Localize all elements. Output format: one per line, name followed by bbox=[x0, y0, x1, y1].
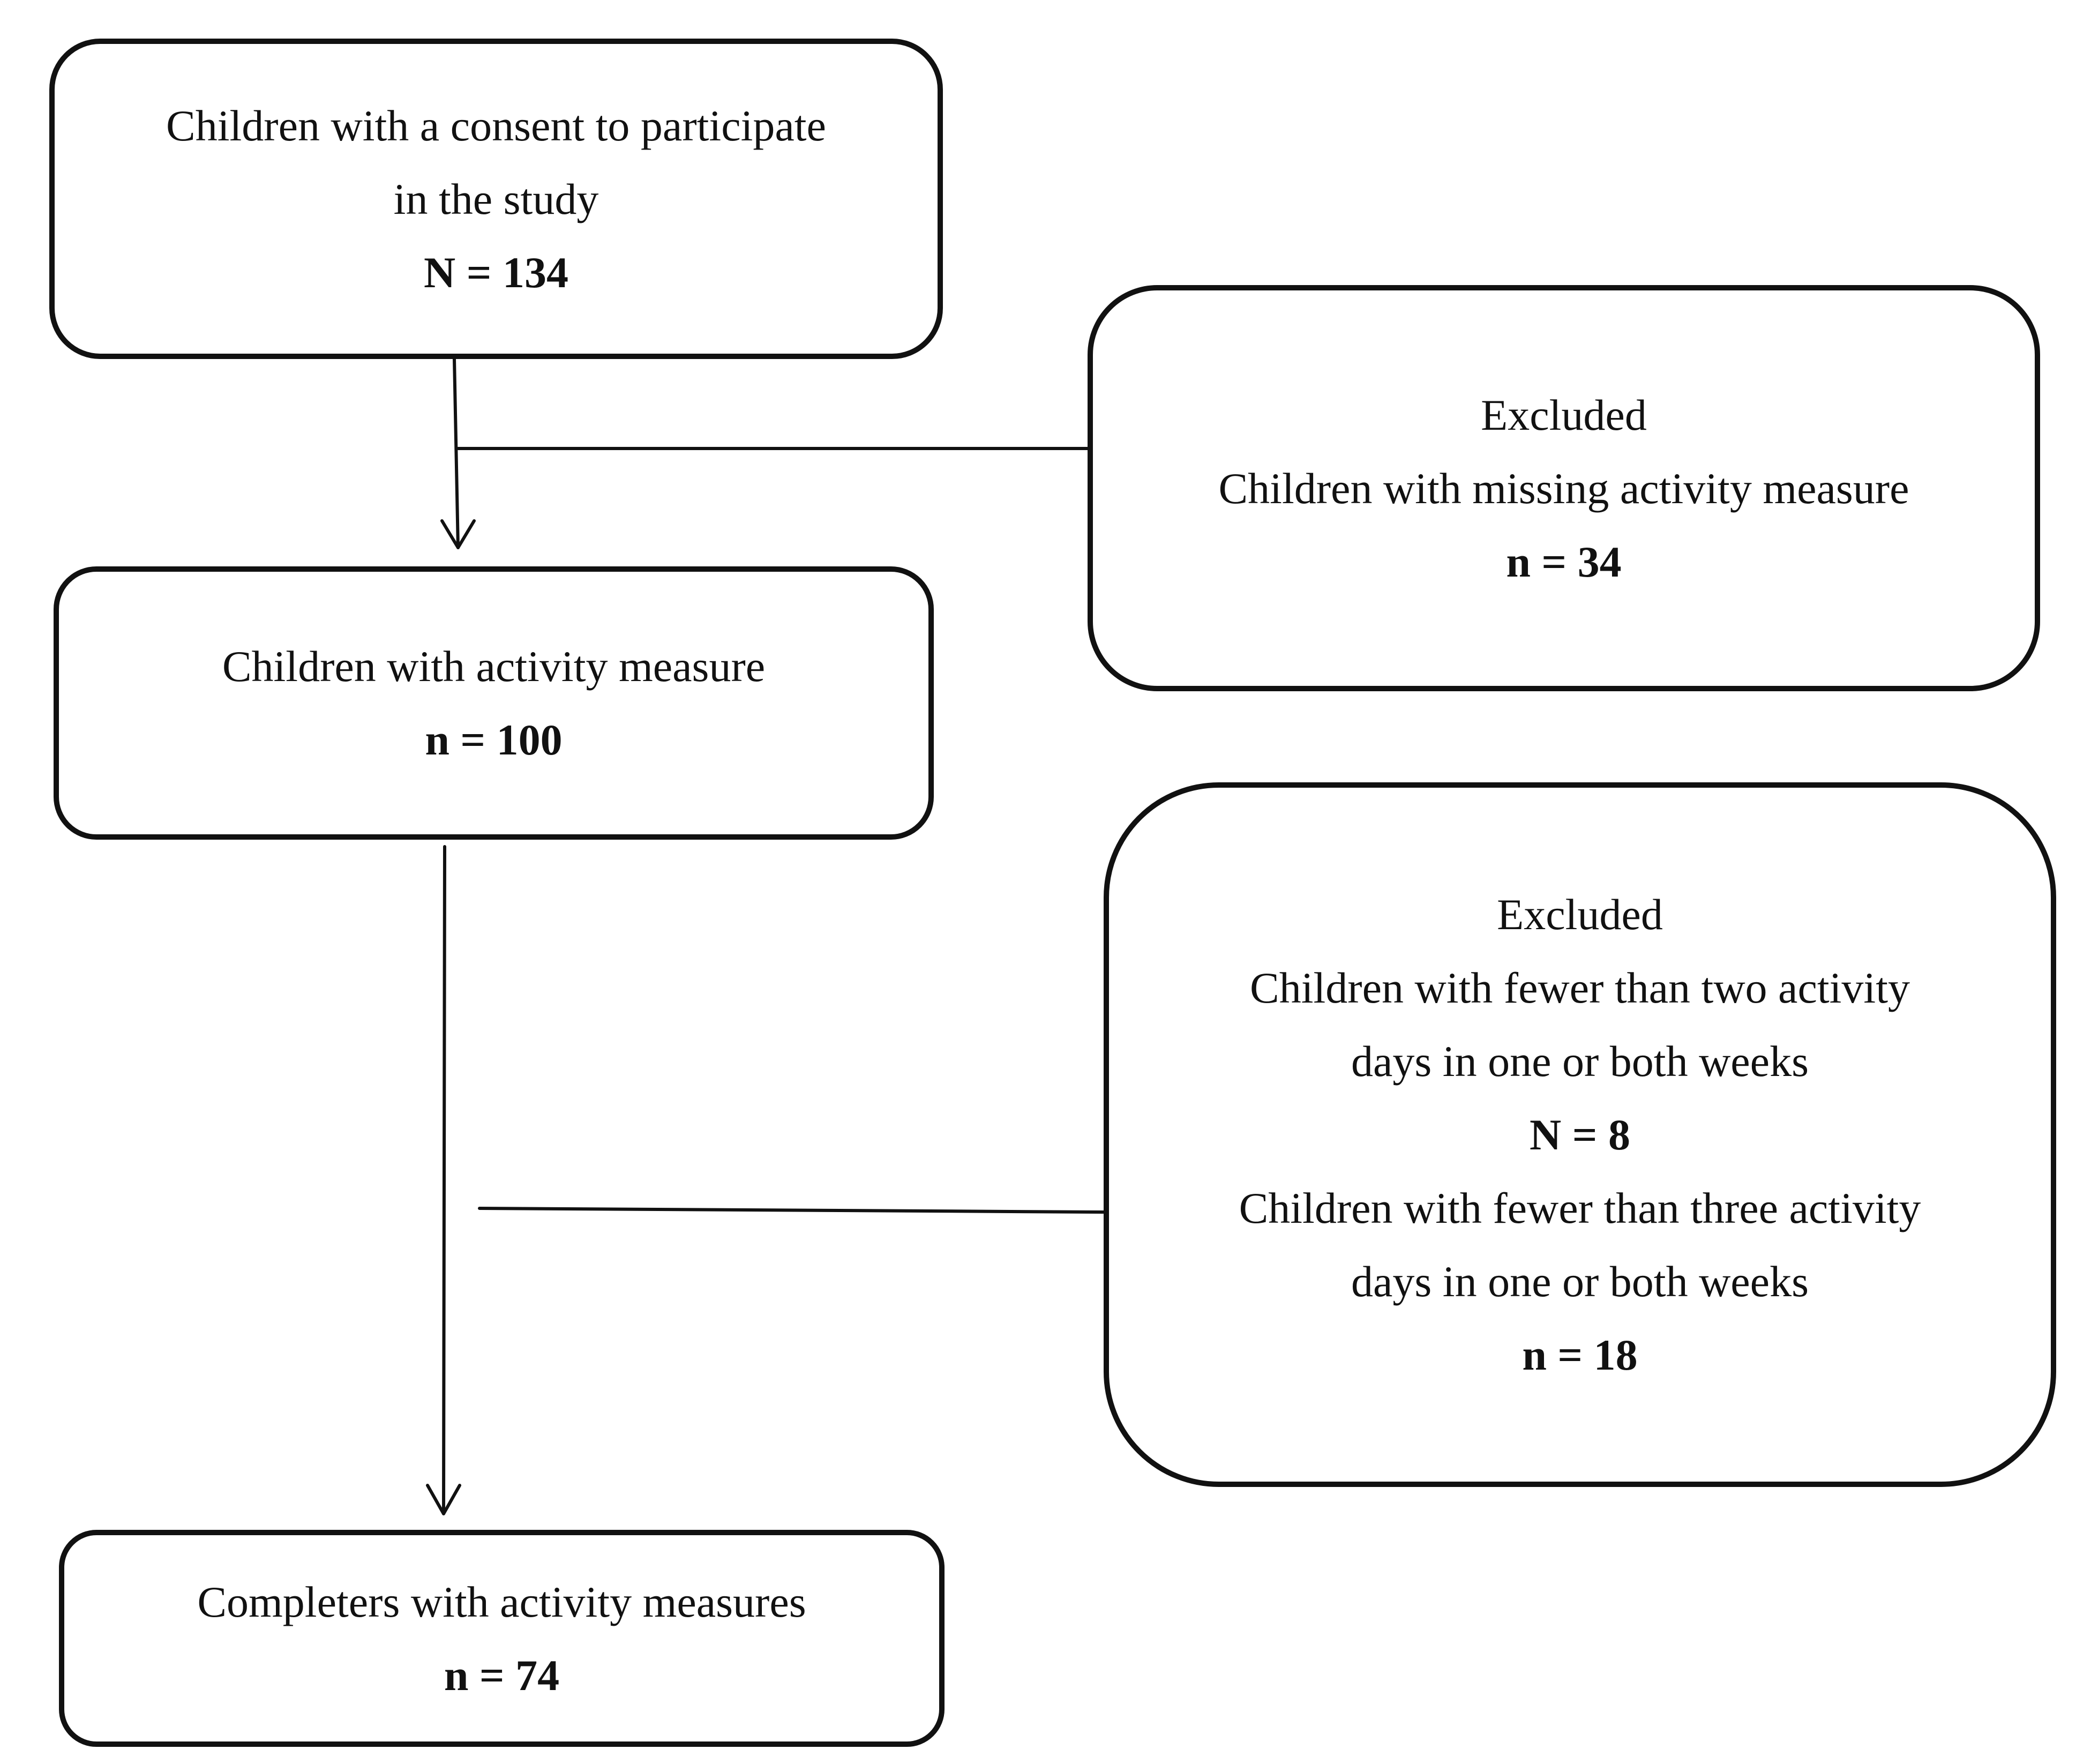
excluded-three-days-text-line-2: days in one or both weeks bbox=[1351, 1257, 1809, 1306]
activity-measure-text: Children with activity measure bbox=[222, 642, 766, 691]
arrowhead-down-icon bbox=[440, 519, 476, 549]
activity-measure-box: Children with activity measure n = 100 bbox=[54, 566, 934, 840]
completers-count: n = 74 bbox=[444, 1650, 560, 1700]
excluded-days-heading: Excluded bbox=[1497, 890, 1663, 939]
consent-text-line-1: Children with a consent to participate bbox=[166, 101, 826, 150]
flow-arrow-activity-to-completers bbox=[442, 845, 446, 1515]
excluded-two-days-text-line-2: days in one or both weeks bbox=[1351, 1037, 1809, 1086]
exclusion-branch-line-2 bbox=[478, 1207, 1105, 1214]
excluded-three-days-text-line-1: Children with fewer than three activity bbox=[1239, 1184, 1921, 1232]
excluded-missing-heading: Excluded bbox=[1481, 390, 1647, 439]
excluded-three-days-count: n = 18 bbox=[1522, 1331, 1638, 1379]
activity-measure-count: n = 100 bbox=[425, 715, 563, 764]
completers-box: Completers with activity measures n = 74 bbox=[59, 1530, 945, 1747]
excluded-two-days-text-line-1: Children with fewer than two activity bbox=[1250, 963, 1910, 1012]
consent-text-line-2: in the study bbox=[393, 174, 599, 223]
excluded-missing-text: Children with missing activity measure bbox=[1218, 464, 1909, 513]
excluded-missing-count: n = 34 bbox=[1506, 537, 1622, 586]
completers-text: Completers with activity measures bbox=[197, 1577, 806, 1626]
flow-arrow-consent-to-activity bbox=[453, 357, 460, 549]
excluded-missing-box: Excluded Children with missing activity … bbox=[1088, 285, 2040, 691]
consent-box: Children with a consent to participate i… bbox=[49, 39, 943, 359]
excluded-two-days-count: N = 8 bbox=[1530, 1110, 1630, 1159]
excluded-days-box: Excluded Children with fewer than two ac… bbox=[1104, 782, 2056, 1487]
arrowhead-down-icon bbox=[426, 1484, 461, 1515]
consent-count: N = 134 bbox=[424, 248, 568, 297]
